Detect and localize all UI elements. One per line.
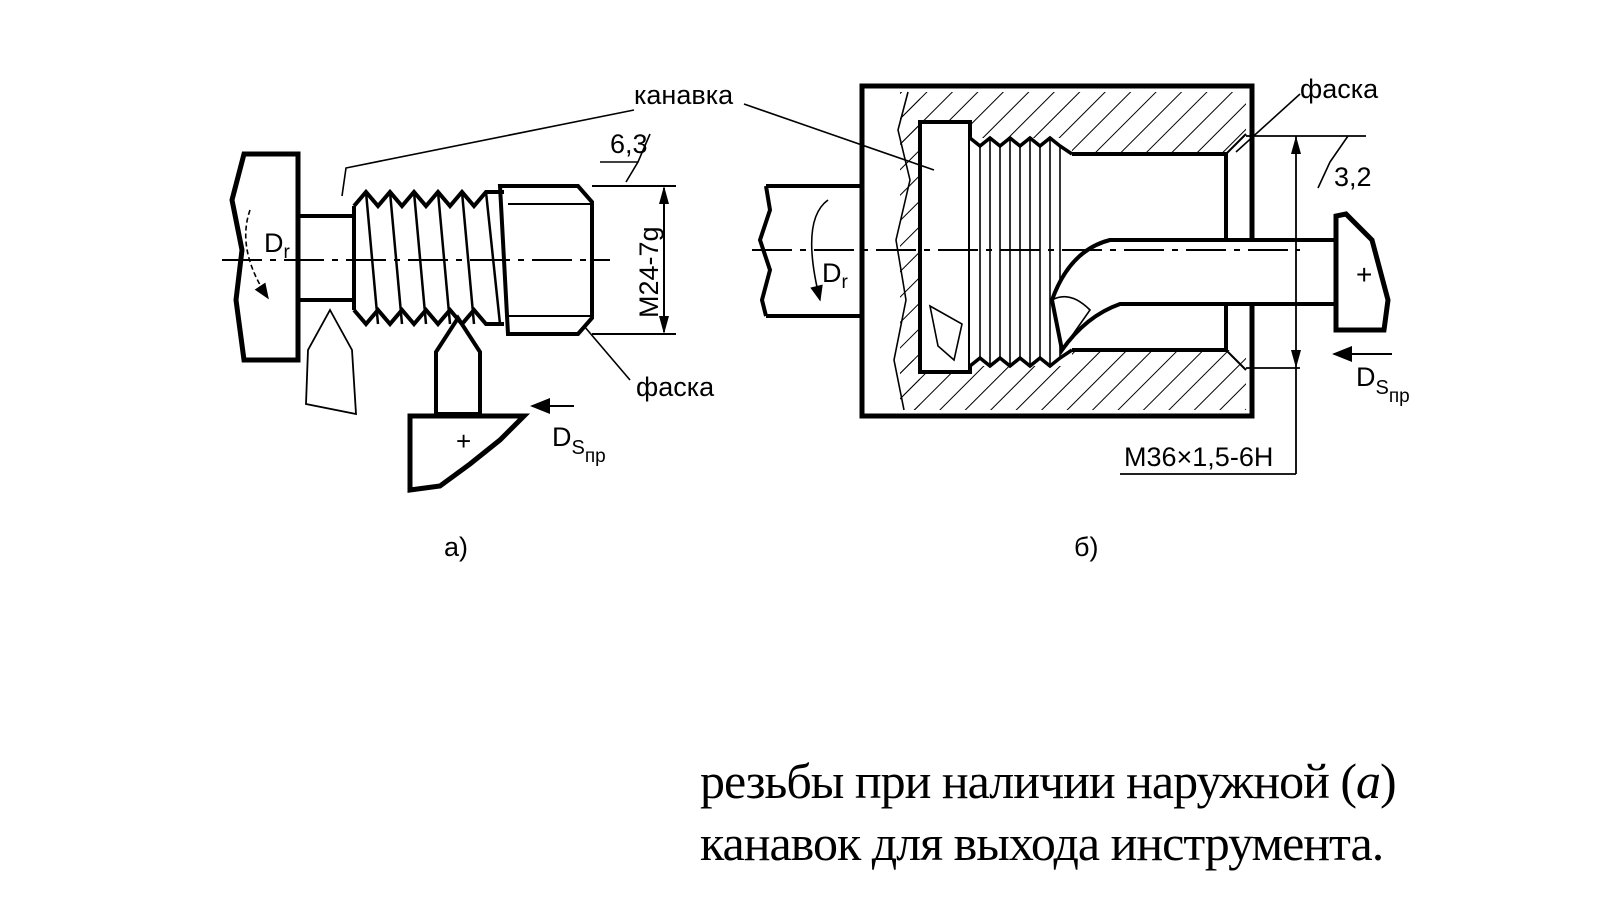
tool-holder-b xyxy=(1333,211,1391,333)
groove-insert-b xyxy=(928,304,963,362)
inner-groove-b xyxy=(918,120,972,374)
threading-tool-a xyxy=(434,314,482,416)
thread-helix-a xyxy=(364,191,502,325)
tool-sign-a: + xyxy=(456,426,471,456)
chuck-a xyxy=(229,151,301,363)
chamfer-label-a: фаска xyxy=(636,372,715,402)
thread-designation-b: М36×1,5-6Н xyxy=(1124,442,1273,472)
chamfer-leader-a xyxy=(583,325,631,381)
thread-designation-a: M24-7g xyxy=(634,226,664,318)
groove-leader-b xyxy=(743,103,935,171)
figure-caption-line-2: канавок для выхода инструмента. xyxy=(700,815,1384,871)
caption-line-1-italic: а xyxy=(1356,753,1381,809)
roughness-value-b: 3,2 xyxy=(1334,162,1372,192)
chamfer-label-b: фаска xyxy=(1300,74,1379,104)
roughness-sign-a xyxy=(600,133,651,183)
break-line-b xyxy=(893,91,911,411)
roughness-value-a: 6,3 xyxy=(610,129,648,159)
thread-lines-b xyxy=(979,138,1061,366)
feed-label-a: DSпр xyxy=(552,422,606,467)
thread-profile-a xyxy=(352,188,504,328)
caption-b: б) xyxy=(1074,532,1098,562)
groove-leader-a xyxy=(341,109,635,197)
caption-line-1-end: ) xyxy=(1380,753,1397,809)
rotation-arrow-b xyxy=(810,199,829,302)
chamfer-leader-b xyxy=(1235,93,1301,153)
roughness-sign-b xyxy=(1317,135,1349,189)
figure-a-external-thread: канавка 6,3 M24-7g фаска Dr DSпр + а) xyxy=(222,80,734,562)
rotation-label-a: Dr xyxy=(264,228,291,263)
spindle-b xyxy=(757,184,862,318)
caption-a: а) xyxy=(444,532,468,562)
tool-holder-a xyxy=(407,413,531,493)
feed-label-b: DSпр xyxy=(1356,362,1410,407)
caption-line-1-text: резьбы при наличии наружной ( xyxy=(700,753,1357,809)
figure-caption-line-1: резьбы при наличии наружной (а) xyxy=(700,752,1580,810)
rotation-arrow-a xyxy=(244,209,269,300)
figure-b-internal-thread: фаска 3,2 М36×1,5-6Н Dr DSпр + б) xyxy=(743,74,1410,562)
groove-label-a: канавка xyxy=(634,80,734,110)
groove-neck-a xyxy=(296,214,356,302)
groove-tool-a xyxy=(305,308,357,416)
rotation-label-b: Dr xyxy=(822,258,849,293)
tool-sign-b: + xyxy=(1356,259,1372,290)
shaft-end-a xyxy=(497,184,594,336)
